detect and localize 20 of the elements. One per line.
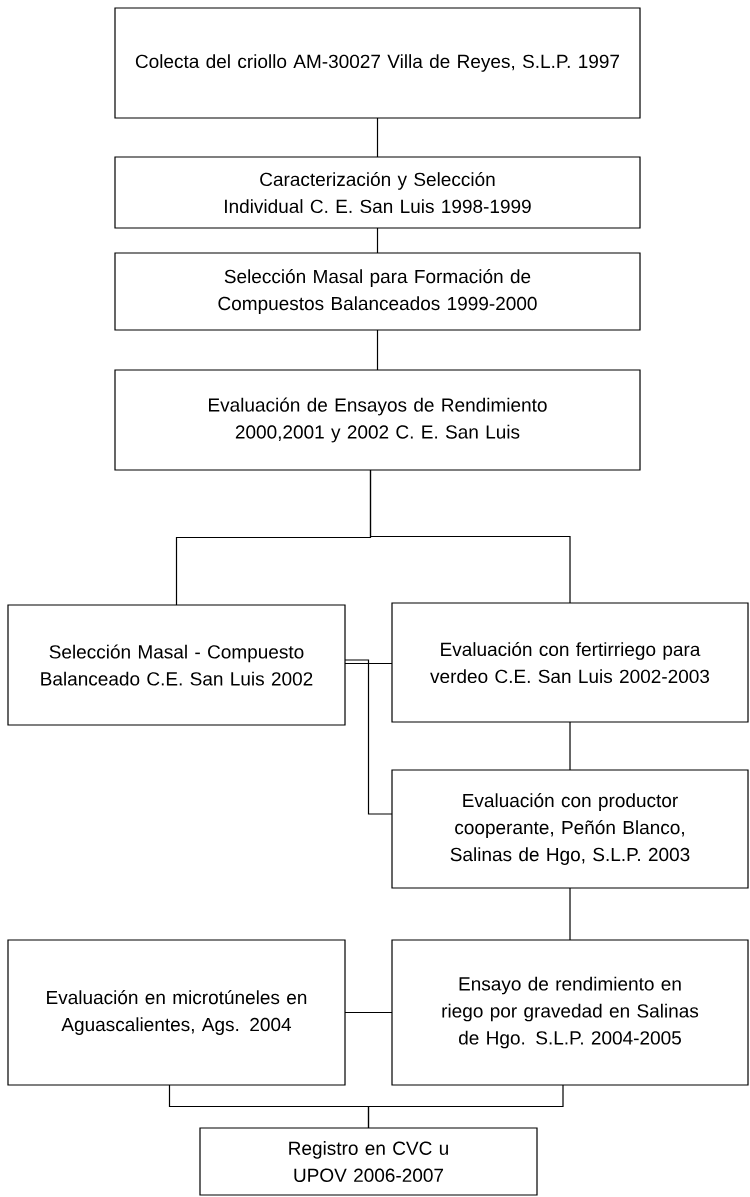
connector-line bbox=[344, 662, 393, 665]
process-box: Selección Masal - Compuesto Balanceado C.E. San Luis 2002 bbox=[7, 604, 346, 726]
connector-line bbox=[569, 721, 571, 771]
process-box: Ensayo de rendimiento en riego por gravedad en Salinas de Hgo. S.L.P. 2004-2005 bbox=[391, 939, 749, 1086]
connector-line bbox=[569, 887, 571, 941]
process-box: Selección Masal para Formación de Compuestos Balanceados 1999-2000 bbox=[114, 252, 641, 331]
connector-line bbox=[376, 329, 379, 371]
connector-line bbox=[376, 227, 379, 254]
connector-line bbox=[344, 659, 393, 815]
process-box: Colecta del criollo AM-30027 Villa de Reyes, S.L.P. 1997 bbox=[114, 7, 641, 119]
process-box: Evaluación con productor cooperante, Peñón Blanco, Salinas de Hgo, S.L.P. 2003 bbox=[391, 769, 749, 889]
connector-line bbox=[369, 469, 571, 604]
connector-line bbox=[344, 1011, 393, 1014]
process-box: Evaluación en microtúneles en Aguascalientes, Ags. 2004 bbox=[7, 939, 346, 1086]
connector-line bbox=[376, 117, 379, 158]
connector-line bbox=[367, 1084, 564, 1129]
process-box: Registro en CVC u UPOV 2006-2007 bbox=[199, 1127, 538, 1196]
process-box: Caracterización y Selección Individual C. E. San Luis 1998-1999 bbox=[114, 156, 641, 229]
process-box: Evaluación con fertirriego para verdeo C.E. San Luis 2002-2003 bbox=[391, 602, 749, 723]
process-box: Evaluación de Ensayos de Rendimiento 2000,2001 y 2002 C. E. San Luis bbox=[114, 369, 641, 471]
